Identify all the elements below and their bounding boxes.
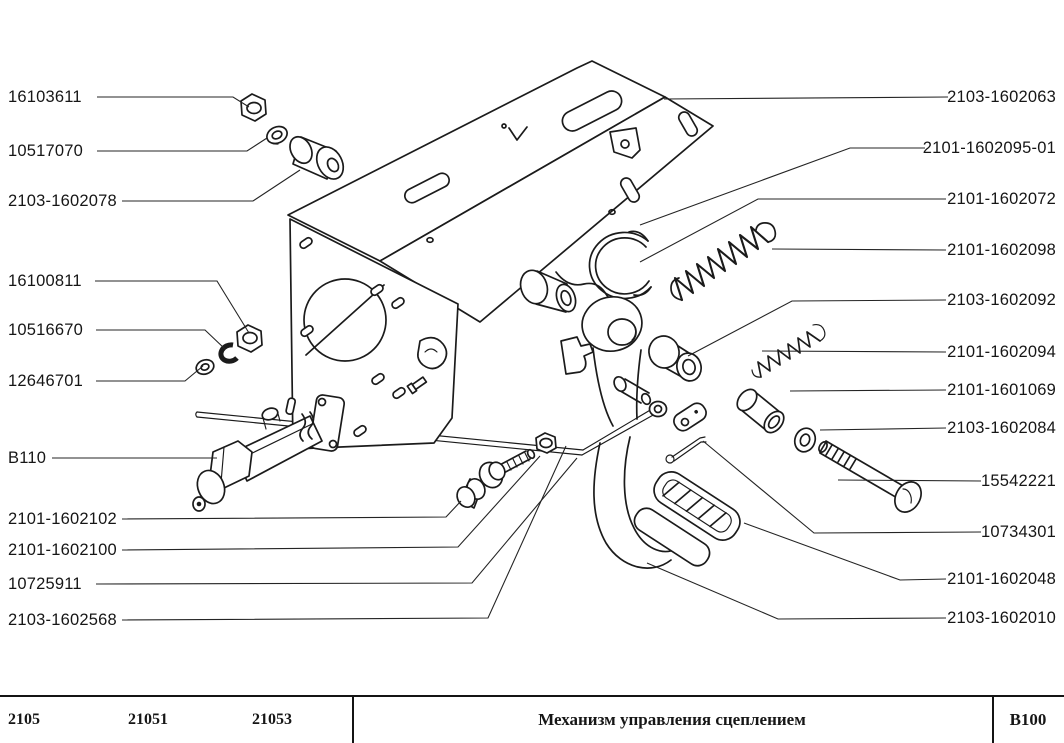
part-label: 2103-1602010 xyxy=(947,609,1056,627)
part-label: 10734301 xyxy=(980,523,1056,541)
front-plate-drawing xyxy=(289,218,459,450)
part-label: 2101-1602102 xyxy=(8,510,117,528)
part-label: B110 xyxy=(8,449,47,467)
flat-washer-drawing xyxy=(195,358,215,376)
footer-divider xyxy=(992,697,994,743)
part-label: 10517070 xyxy=(8,142,84,160)
part-label: 2101-1601069 xyxy=(947,381,1056,399)
part-label: 2103-1602078 xyxy=(8,192,117,210)
part-label: 16103611 xyxy=(8,88,82,106)
part-label: 2103-1602092 xyxy=(947,291,1056,309)
washer-plate-drawing xyxy=(673,402,707,432)
part-label: 15542221 xyxy=(980,472,1056,490)
cap-drawing xyxy=(456,477,486,509)
servo-spring-drawing xyxy=(588,230,652,300)
pedal-bracket-drawing xyxy=(287,60,714,323)
footer-title: Механизм управления сцеплением xyxy=(538,710,806,729)
footer-divider xyxy=(352,697,354,743)
spool-bushing-drawing xyxy=(289,135,345,180)
footer-model-code: 21053 xyxy=(252,711,292,728)
part-label: 12646701 xyxy=(8,372,84,390)
bolt-drawing xyxy=(478,448,536,489)
part-label: 2101-1602095-01 xyxy=(922,139,1056,157)
return-spring-drawing xyxy=(670,222,777,302)
part-label: 2103-1602063 xyxy=(947,88,1056,106)
hex-nut2-drawing xyxy=(236,324,263,353)
hex-nut-drawing xyxy=(240,93,267,122)
footer-model-code: 21051 xyxy=(128,711,168,728)
part-label: 2103-1602084 xyxy=(947,419,1056,437)
part-label: 10516670 xyxy=(8,321,84,339)
part-label: 2101-1602100 xyxy=(8,541,117,559)
pedal-bushing-drawing xyxy=(648,335,702,382)
page-code: B100 xyxy=(1009,710,1047,729)
nut-drawing xyxy=(535,432,557,454)
part-label: 10725911 xyxy=(8,575,82,593)
footer-model-code: 2105 xyxy=(8,711,40,728)
pivot-washer-drawing xyxy=(793,427,817,453)
footer-table: 2105 21051 21053 Механизм управления сце… xyxy=(0,695,1064,743)
part-label: 2101-1602048 xyxy=(947,570,1056,588)
part-label: 2101-1602098 xyxy=(947,241,1056,259)
stud-drawing xyxy=(406,376,428,395)
servo-coil-spring-drawing xyxy=(751,323,826,378)
clutch-pedal-drawing xyxy=(560,296,741,569)
lock-washer-drawing xyxy=(218,342,239,364)
part-label: 2101-1602094 xyxy=(947,343,1056,361)
pedal-pad-drawing xyxy=(653,471,741,541)
spring-washer-drawing xyxy=(266,125,288,145)
part-label: 2103-1602568 xyxy=(8,611,117,629)
part-label: 16100811 xyxy=(8,272,82,290)
cotter-pin-drawing xyxy=(665,436,707,464)
part-label: 2101-1602072 xyxy=(947,190,1056,208)
pivot-bolt-drawing xyxy=(818,440,922,513)
spacer-tube-drawing xyxy=(736,388,785,434)
leader-lines xyxy=(52,96,982,621)
master-cylinder-drawing xyxy=(192,394,346,512)
